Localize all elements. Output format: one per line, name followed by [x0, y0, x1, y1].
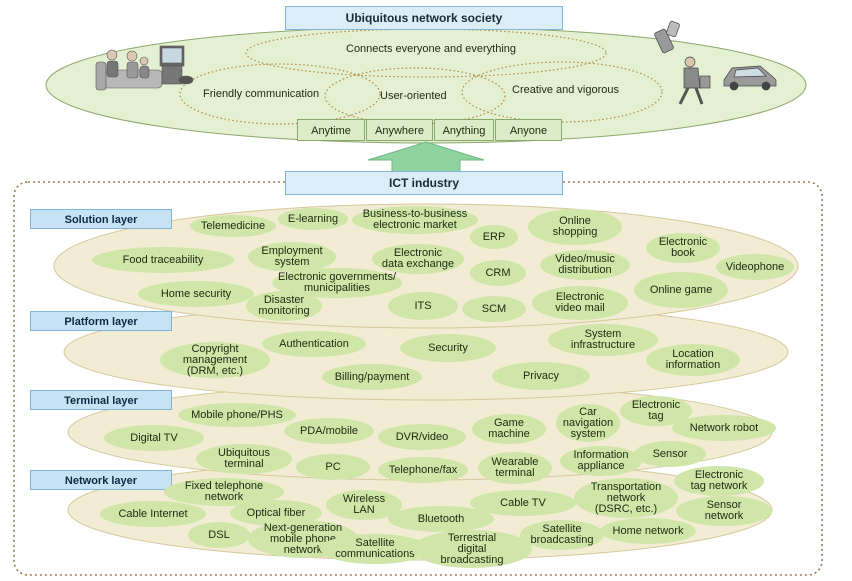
industry-title: ICT industry: [285, 171, 563, 195]
solution-item: Electronic data exchange: [372, 244, 464, 274]
network-item: Bluetooth: [388, 506, 494, 532]
network-item: Cable Internet: [100, 501, 206, 527]
network-layer-label: Network layer: [30, 470, 172, 490]
phrase-creative: Creative and vigorous: [512, 84, 620, 96]
solution-item: Videophone: [716, 254, 794, 280]
network-item: Sensor network: [676, 496, 772, 526]
terminal-item: PC: [296, 454, 370, 480]
phrase-ellipse-friendly: [179, 63, 381, 125]
platform-item: Billing/payment: [322, 364, 422, 390]
attribute-anywhere: Anywhere: [366, 119, 433, 141]
solution-item: E-learning: [278, 208, 348, 230]
solution-item: SCM: [462, 296, 526, 322]
solution-item: Disaster monitoring: [246, 291, 322, 321]
terminal-item: Information appliance: [560, 446, 642, 476]
solution-item: Electronic book: [646, 233, 720, 263]
platform-item: Privacy: [492, 362, 590, 390]
terminal-item: PDA/mobile: [284, 418, 374, 444]
terminal-item: Network robot: [672, 415, 776, 441]
solution-item: Food traceability: [92, 247, 234, 273]
phrase-friendly: Friendly communication: [203, 88, 320, 100]
network-item: Satellite broadcasting: [520, 520, 604, 550]
phrase-connects: Connects everyone and everything: [346, 43, 516, 55]
solution-item: Employment system: [248, 242, 336, 272]
network-item: Home network: [600, 518, 696, 544]
terminal-item: Car navigation system: [556, 404, 620, 442]
terminal-item: Mobile phone/PHS: [178, 403, 296, 427]
terminal-item: Game machine: [472, 414, 546, 444]
society-title: Ubiquitous network society: [285, 6, 563, 30]
network-item: Fixed telephone network: [164, 478, 284, 506]
phrase-ellipse-creative: [461, 61, 663, 123]
phrase-ellipse-connects: [245, 28, 607, 78]
network-item: DSL: [188, 522, 250, 548]
phrase-user-oriented: User-oriented: [380, 90, 447, 102]
platform-layer-label: Platform layer: [30, 311, 172, 331]
terminal-item: Digital TV: [104, 425, 204, 451]
solution-item: Online game: [634, 272, 728, 308]
solution-item: ITS: [388, 292, 458, 320]
family-on-sofa-icon: [95, 45, 194, 91]
platform-item: Copyright management (DRM, etc.): [160, 342, 270, 378]
solution-item: Online shopping: [528, 209, 622, 245]
platform-item: System infrastructure: [548, 324, 658, 356]
solution-item: Video/music distribution: [540, 250, 630, 280]
network-item: Satellite communications: [320, 534, 430, 564]
walking-person-icon: [678, 56, 711, 105]
network-item: Electronic tag network: [674, 466, 764, 496]
network-item: Transportation network (DSRC, etc.): [574, 478, 678, 518]
phrase-ellipse-user: [324, 67, 506, 125]
terminal-item: Wearable terminal: [478, 452, 552, 484]
platform-item: Location information: [646, 344, 740, 376]
solution-layer-label: Solution layer: [30, 209, 172, 229]
car-icon: [723, 65, 777, 91]
terminal-item: Ubiquitous terminal: [196, 444, 292, 474]
up-arrow: [367, 141, 485, 173]
solution-item: CRM: [470, 260, 526, 286]
platform-item: Security: [400, 334, 496, 362]
mobile-phone-icon: [654, 20, 680, 54]
terminal-item: DVR/video: [378, 424, 466, 450]
platform-item: Authentication: [262, 331, 366, 357]
attribute-anyone: Anyone: [495, 119, 562, 141]
network-item: Cable TV: [470, 490, 576, 516]
terminal-item: Telephone/fax: [378, 457, 468, 483]
solution-item: Business-to-business electronic market: [352, 206, 478, 234]
solution-item: Electronic video mail: [532, 286, 628, 320]
attribute-anything: Anything: [434, 119, 494, 141]
solution-item: ERP: [470, 225, 518, 249]
attribute-anytime: Anytime: [297, 119, 365, 141]
network-item: Terrestrial digital broadcasting: [412, 530, 532, 568]
terminal-item: Sensor: [634, 441, 706, 467]
terminal-layer-label: Terminal layer: [30, 390, 172, 410]
solution-item: Telemedicine: [190, 215, 276, 237]
solution-item: Home security: [138, 281, 254, 307]
